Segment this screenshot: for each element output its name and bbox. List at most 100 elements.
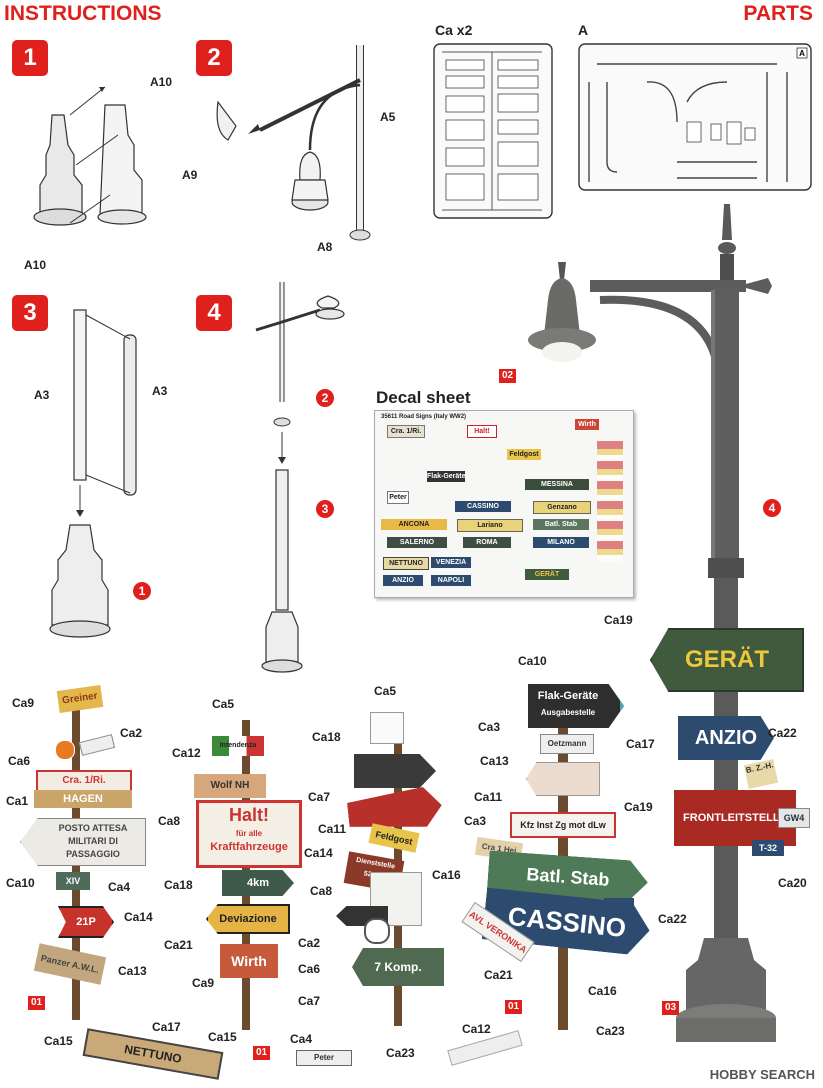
flak-line-1: Flak-Geräte: [537, 690, 599, 702]
g2-callout-ca4: Ca4: [290, 1032, 313, 1046]
decal-batl: Batl. Stab: [533, 519, 589, 530]
halt-line-3: Kraftfahrzeuge: [210, 841, 288, 853]
decal-roma: ROMA: [463, 537, 511, 548]
step-4-drawing: [255, 282, 345, 673]
halt-line-1: Halt!: [229, 805, 269, 825]
sprue-ca-label: Ca x2: [435, 22, 473, 38]
decal-flak: Flak-Geräte: [427, 471, 466, 482]
callout-ca20: Ca20: [778, 876, 807, 890]
sign-anzio: ANZIO: [678, 716, 774, 760]
g2-tag-01: 01: [253, 1046, 271, 1060]
decal-sheet-header: 35611 Road Signs (Italy WW2): [381, 414, 467, 420]
g1-callout-ca15: Ca15: [44, 1034, 73, 1048]
decal-nettuno: NETTUNO: [383, 557, 429, 570]
sign-ca5-square: [370, 712, 404, 744]
sign-deviazione: Deviazione: [206, 904, 290, 934]
g2-callout-ca12: Ca12: [172, 746, 201, 760]
sign-gw4: GW4: [778, 808, 810, 828]
g1-callout-ca9: Ca9: [12, 696, 35, 710]
sprue-a-tag: A: [799, 49, 805, 58]
g4-callout-ca12: Ca12: [462, 1022, 491, 1036]
g1-callout-ca6: Ca6: [8, 754, 31, 768]
callout-ca22: Ca22: [768, 726, 797, 740]
g3-callout-ca7: Ca7: [308, 790, 331, 804]
step-2-badge: 2: [196, 40, 232, 76]
sign-greiner: Greiner: [56, 685, 104, 713]
g4-callout-ca11: Ca11: [474, 790, 503, 804]
g3-callout-ca23: Ca23: [386, 1046, 415, 1060]
g4-callout-ca13: Ca13: [480, 754, 509, 768]
sign-ca13-z: [526, 762, 600, 796]
sprue-a-label: A: [578, 22, 589, 38]
decal-genzano: Genzano: [533, 501, 591, 514]
g4-callout-ca16b: Ca16: [588, 984, 617, 998]
g4-callout-ca16: Ca16: [432, 868, 461, 882]
step-2-label-a8: A8: [317, 240, 333, 254]
g4-callout-ca23: Ca23: [596, 1024, 625, 1038]
sign-ca18-arrow: [354, 754, 436, 788]
watermark: HOBBY SEARCH: [709, 1067, 815, 1082]
sign-ca6-clock: [364, 918, 390, 944]
callout-ca17: Ca17: [626, 737, 655, 751]
decal-venezia: VENEZIA: [431, 557, 471, 568]
step-1-drawing: [33, 86, 147, 226]
g2-callout-ca9: Ca9: [192, 976, 215, 990]
sign-wirth: Wirth: [220, 944, 278, 978]
decal-salerno: SALERNO: [387, 537, 447, 548]
sprue-ca-drawing: [433, 43, 553, 219]
sign-ca2-arrow: [78, 734, 116, 756]
sign-oetzmann: Oetzmann: [540, 734, 594, 754]
lamp-tag-4: 4: [763, 499, 781, 517]
sign-frontleitstelle: FRONTLEITSTELLE: [674, 790, 796, 846]
sign-peter: Peter: [296, 1050, 352, 1066]
step-3-badge: 3: [12, 295, 48, 331]
sign-ca6-round: [55, 740, 75, 760]
posto-line-3: PASSAGGIO: [66, 849, 120, 859]
decal-napoli: NAPOLI: [431, 575, 471, 586]
sign-nettuno: NETTUNO: [82, 1028, 224, 1080]
sign-wolf: Wolf NH: [194, 774, 266, 798]
step-3-ref-1: 1: [133, 582, 151, 600]
decal-gerat: GERÄT: [525, 569, 569, 580]
sign-7komp: 7 Komp.: [352, 948, 444, 986]
instructions-title: INSTRUCTIONS: [4, 2, 162, 25]
sign-4km: 4km: [222, 870, 294, 896]
decal-wirth: Wirth: [575, 419, 599, 430]
g3-callout-ca5: Ca5: [374, 684, 397, 698]
decal-messina: MESSINA: [525, 479, 589, 490]
g1-callout-ca14: Ca14: [124, 910, 153, 924]
parts-title: PARTS: [743, 2, 813, 25]
posto-line-2: MILITARI DI: [68, 836, 118, 846]
step-2-label-a9: A9: [182, 168, 198, 182]
sign-t32: T-32: [752, 840, 784, 856]
sign-posto-attesa: POSTO ATTESA MILITARI DI PASSAGGIO: [20, 818, 146, 866]
decal-feldgost: Feldgost: [507, 449, 541, 460]
g3-callout-ca14: Ca14: [304, 846, 333, 860]
decal-cra: Cra. 1/Ri.: [387, 425, 425, 438]
g1-callout-ca10: Ca10: [6, 876, 35, 890]
g2-callout-ca8: Ca8: [158, 814, 181, 828]
sign-hagen: HAGEN: [34, 790, 132, 808]
g2-callout-ca18: Ca18: [164, 878, 193, 892]
step-2-label-a5: A5: [380, 110, 396, 124]
sign-kfz: Kfz Inst Zg mot dLw: [510, 812, 616, 838]
g1-tag-01: 01: [28, 996, 46, 1010]
decal-lariano: Lariano: [457, 519, 523, 532]
g4-callout-ca21: Ca21: [484, 968, 513, 982]
step-3-label-a3-right: A3: [152, 384, 168, 398]
g3-callout-ca2: Ca2: [298, 936, 321, 950]
decal-sheet: 35611 Road Signs (Italy WW2) Cra. 1/Ri. …: [374, 410, 634, 598]
step-4-ref-2: 2: [316, 389, 334, 407]
step-1-label-a10-top: A10: [150, 75, 173, 89]
sign-xiv: XIV: [56, 872, 90, 890]
sign-flak: Flak-Geräte Ausgabestelle: [528, 684, 624, 728]
decal-milano: MILANO: [533, 537, 589, 548]
sign-halt: Halt! für alle Kraftfahrzeuge: [196, 800, 302, 868]
decal-halt: Halt!: [467, 425, 497, 438]
sign-panzer: Panzer A.W.L.: [33, 943, 107, 985]
g4-callout-ca3: Ca3: [478, 720, 501, 734]
g4-callout-ca3b: Ca3: [464, 814, 487, 828]
step-3-label-a3-left: A3: [34, 388, 50, 402]
callout-ca19: Ca19: [604, 613, 633, 627]
decal-arrow-column: [597, 441, 623, 561]
